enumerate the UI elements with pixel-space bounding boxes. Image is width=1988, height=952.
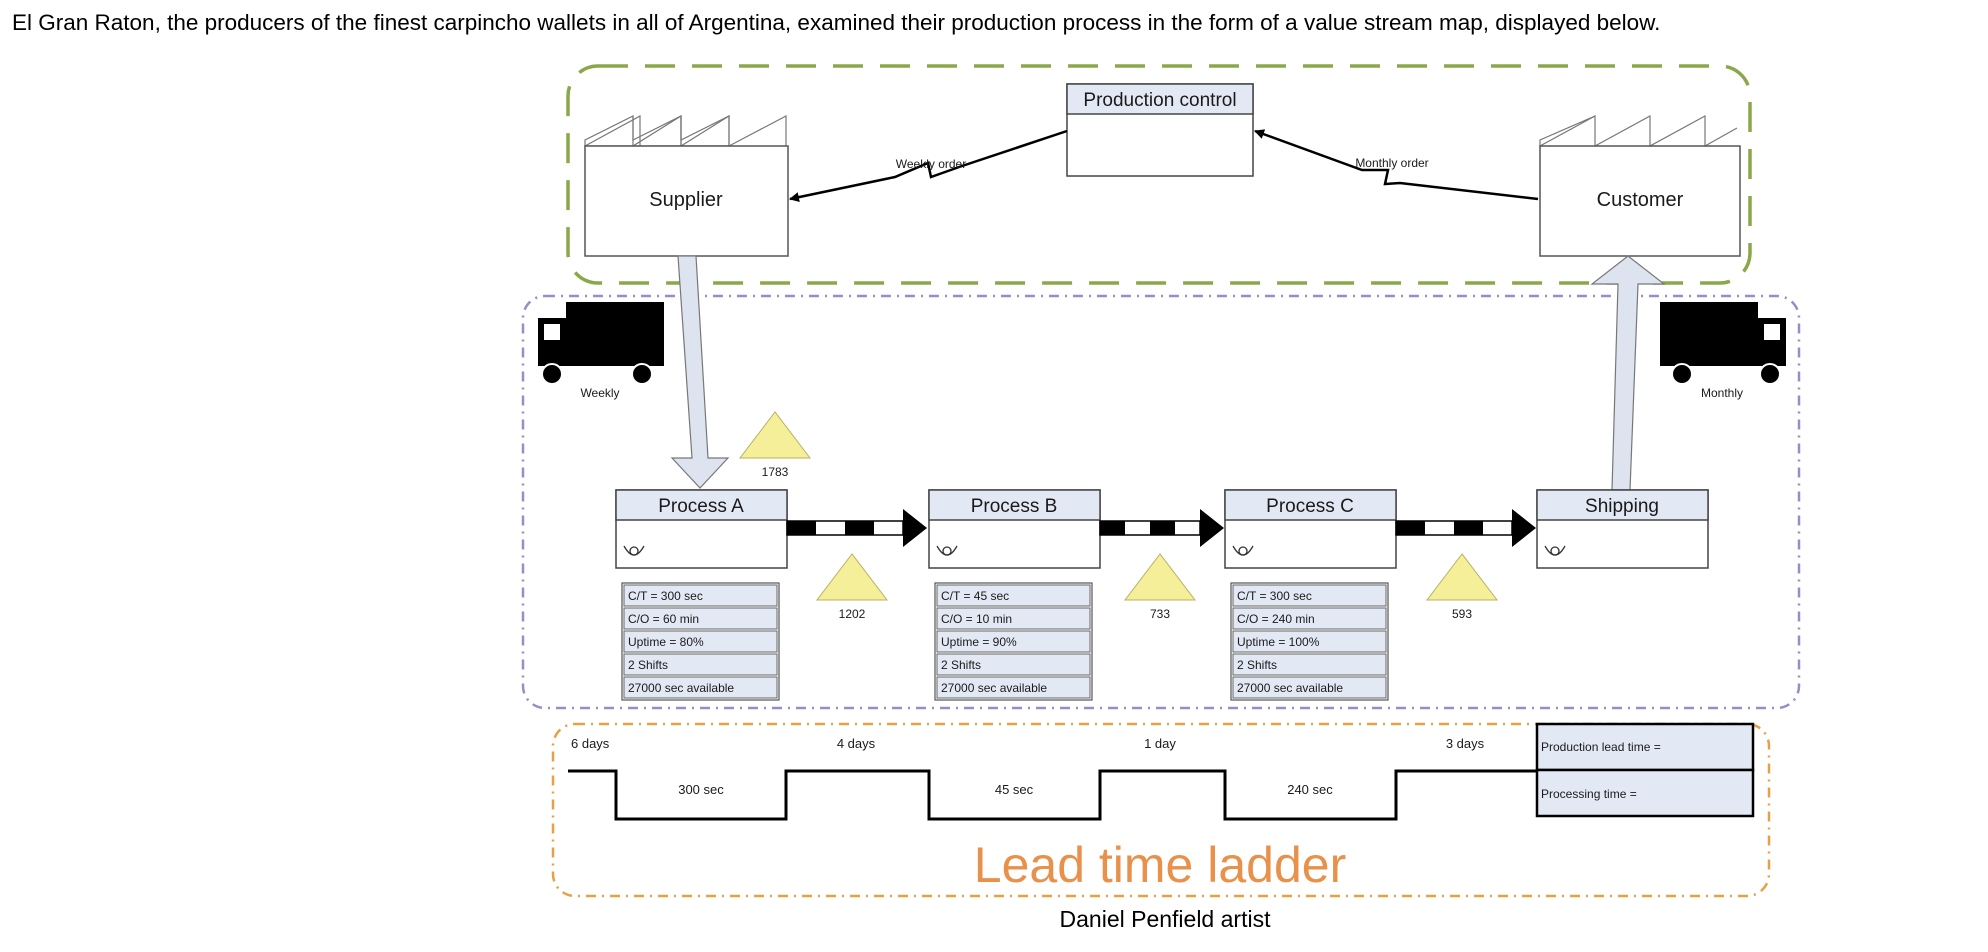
customer-label: Customer [1597,189,1684,211]
inventory-triangle-2: 1202 [815,553,889,621]
customer-factory: Customer [1539,114,1741,257]
process-label: Shipping [1585,496,1659,517]
external-flow-region [566,64,1752,285]
process-box-shipping: Shipping [1536,489,1709,569]
artist-credit: Daniel Penfield artist [1059,906,1271,932]
ladder-days: 1 day [1144,736,1176,751]
data-box-row: C/T = 300 sec [1237,589,1312,603]
data-box-row: C/O = 10 min [941,612,1012,626]
data-box-row: C/T = 300 sec [628,589,703,603]
data-box-row: C/O = 240 min [1237,612,1315,626]
lead-time-ladder-title: Lead time ladder [974,837,1346,893]
inventory-count: 1783 [762,465,789,479]
data-box-row: Uptime = 80% [628,635,704,649]
processing-time-label: Processing time = [1541,787,1637,801]
data-box-row: 27000 sec available [1237,681,1343,695]
internal-flow-region [521,294,1801,710]
supplier-push-arrow [670,255,730,489]
supplier-truck-icon [538,302,664,385]
lead-time-summary-box: Production lead time = Processing time = [1535,722,1755,818]
process-label: Process B [971,496,1058,517]
ladder-time: 300 sec [678,782,724,797]
process-box-a: Process A [615,489,788,569]
data-box-row: 2 Shifts [941,658,981,672]
data-box-row: Uptime = 90% [941,635,1017,649]
data-box-c: C/T = 300 sec C/O = 240 min Uptime = 100… [1230,582,1389,701]
weekly-order-flow: Weekly order [789,129,1068,203]
ladder-days: 4 days [837,736,876,751]
data-box-row: C/O = 60 min [628,612,699,626]
data-box-b: C/T = 45 sec C/O = 10 min Uptime = 90% 2… [934,582,1093,701]
inventory-count: 733 [1150,607,1170,621]
inventory-triangle-1: 1783 [738,411,812,479]
inventory-triangle-3: 733 [1123,553,1197,621]
ladder-days: 3 days [1446,736,1485,751]
monthly-order-flow: Monthly order [1254,129,1539,201]
production-control-box: Production control [1066,83,1254,177]
weekly-order-label: Weekly order [896,157,966,171]
customer-push-arrow [1590,255,1666,491]
lead-time-ladder-region [551,722,1771,898]
process-box-b: Process B [928,489,1101,569]
production-lead-time-label: Production lead time = [1541,740,1661,754]
operator-icon [1544,545,1566,556]
operator-icon [623,545,645,556]
monthly-order-label: Monthly order [1355,156,1428,170]
ladder-time: 45 sec [995,782,1034,797]
ladder-time: 240 sec [1287,782,1333,797]
customer-truck-icon [1660,302,1786,385]
supplier-shipment-label: Weekly [580,386,619,400]
process-label: Process C [1266,496,1354,517]
inventory-triangle-4: 593 [1425,553,1499,621]
push-arrow-c-shipping [1395,509,1536,547]
process-label: Process A [658,496,744,517]
data-box-row: 27000 sec available [628,681,734,695]
inventory-count: 593 [1452,607,1472,621]
lead-time-ladder-line [568,769,1537,821]
data-box-a: C/T = 300 sec C/O = 60 min Uptime = 80% … [621,582,780,701]
data-box-row: Uptime = 100% [1237,635,1320,649]
data-box-row: C/T = 45 sec [941,589,1009,603]
production-control-label: Production control [1083,90,1236,111]
operator-icon [936,545,958,556]
process-box-c: Process C [1224,489,1397,569]
operator-icon [1232,545,1254,556]
data-box-row: 27000 sec available [941,681,1047,695]
push-arrow-b-c [1099,509,1224,547]
intro-text: El Gran Raton, the producers of the fine… [12,10,1661,35]
inventory-count: 1202 [839,607,866,621]
supplier-factory: Supplier [584,114,789,257]
data-box-row: 2 Shifts [628,658,668,672]
data-box-row: 2 Shifts [1237,658,1277,672]
push-arrow-a-b [786,509,927,547]
customer-shipment-label: Monthly [1701,386,1743,400]
supplier-label: Supplier [649,189,723,211]
ladder-days: 6 days [571,736,610,751]
